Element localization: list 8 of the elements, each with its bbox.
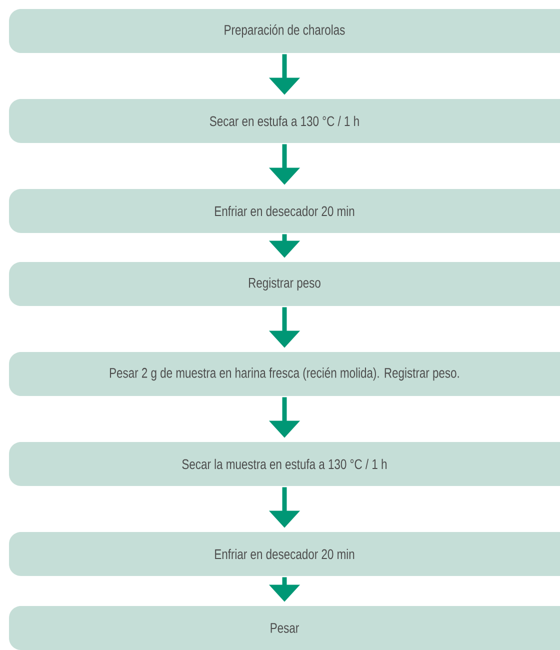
process-box: Pesar xyxy=(9,606,560,650)
process-box: Preparación de charolas xyxy=(9,9,560,53)
process-box: Secar la muestra en estufa a 130 °C / 1 h xyxy=(9,442,560,486)
process-box: Enfriar en desecador 20 min xyxy=(9,532,560,576)
process-box: Enfriar en desecador 20 min xyxy=(9,189,560,233)
process-box: Pesar 2 g de muestra en harina fresca (recién molida). Registrar peso. xyxy=(9,352,560,396)
process-box: Secar en estufa a 130 °C / 1 h xyxy=(9,99,560,143)
process-box: Registrar peso xyxy=(9,262,560,306)
